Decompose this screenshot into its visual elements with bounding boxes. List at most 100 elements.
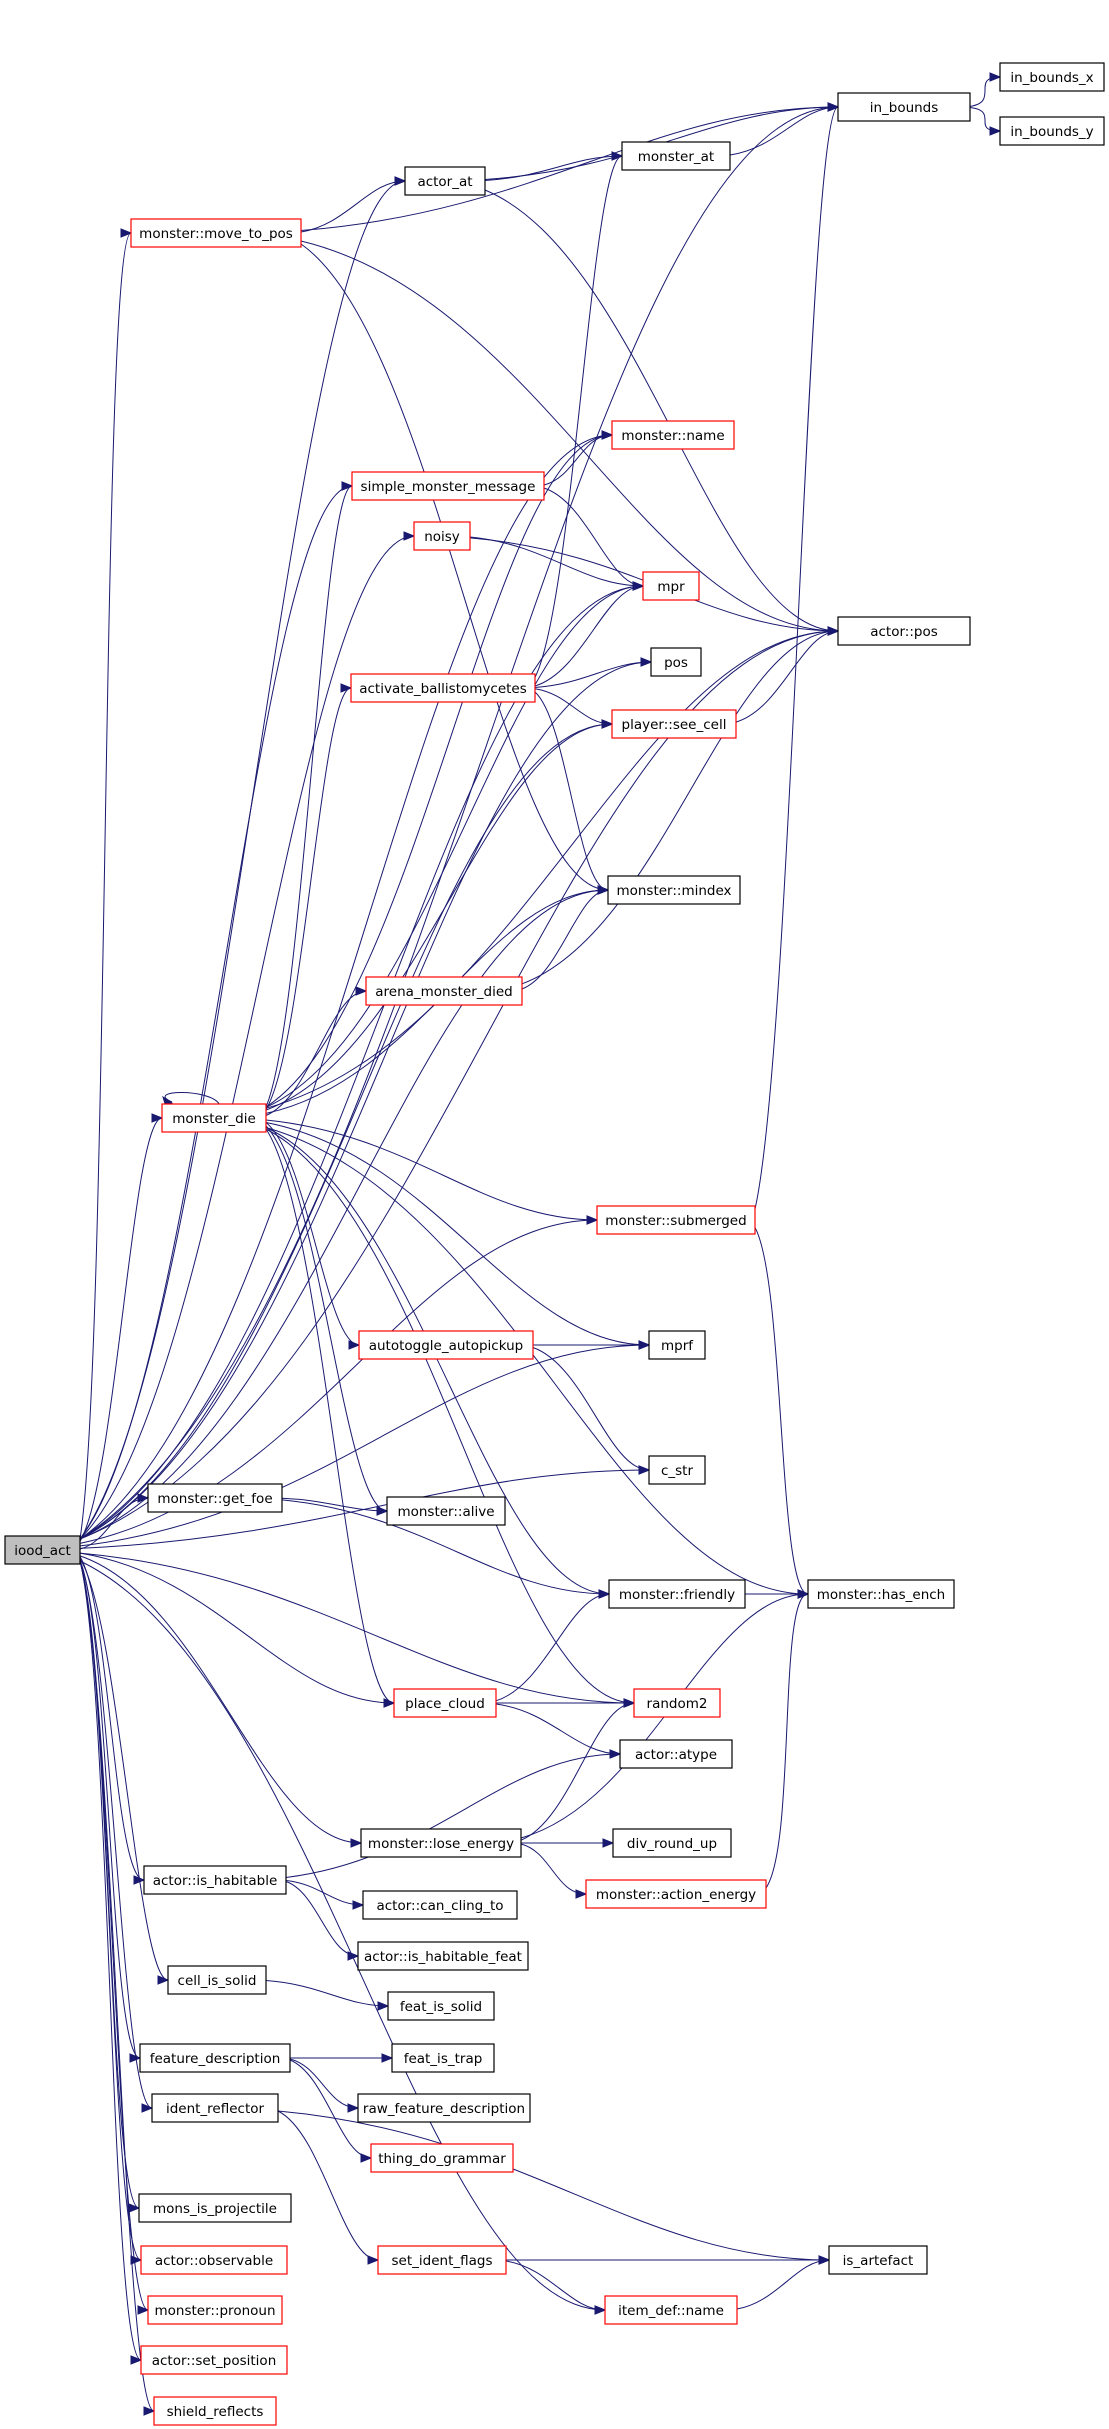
edge-feature_description-to-raw_feature_description [289,2058,360,2113]
edge-monster_die-to-autotoggle_autopickup [265,1122,361,1350]
edge-line [79,180,406,1540]
node-can-cling-to[interactable]: actor::can_cling_to [362,1890,518,1920]
node-autotoggle-autopickup[interactable]: autotoggle_autopickup [358,1330,534,1360]
edge-arrowhead [609,1749,622,1759]
node-box [807,1579,955,1609]
edge-line [281,1499,610,1595]
node-mprf[interactable]: mprf [648,1330,706,1360]
edge-arrowhead [141,2103,154,2113]
edge-line [265,1125,388,1512]
node-thing-do-grammar[interactable]: thing_do_grammar [370,2143,514,2173]
edge-ident_reflector-to-is_artefact [277,2110,831,2265]
edge-iood_act-to-mindex [79,885,610,1540]
node-feat-is-solid[interactable]: feat_is_solid [387,1991,495,2021]
node-random2[interactable]: random2 [633,1688,721,1718]
node-lose-energy[interactable]: monster::lose_energy [360,1828,522,1858]
node-mpr[interactable]: mpr [642,571,700,601]
node-c-str[interactable]: c_str [648,1455,706,1485]
node-label: thing_do_grammar [378,2151,506,2167]
node-feat-is-trap[interactable]: feat_is_trap [391,2043,495,2073]
edge-line [543,487,644,587]
node-shield-reflects[interactable]: shield_reflects [153,2396,277,2426]
node-simple-monster-message[interactable]: simple_monster_message [351,471,545,501]
node-label: noisy [424,529,460,545]
node-label: c_str [661,1463,693,1479]
node-div-round-up[interactable]: div_round_up [612,1828,732,1858]
node-cell-is-solid[interactable]: cell_is_solid [167,1965,267,1995]
node-arena-monster-died[interactable]: arena_monster_died [365,976,523,1006]
edge-lose_energy-to-random2 [520,1698,636,1841]
edge-line [265,1127,610,1595]
node-box [138,2193,292,2223]
edge-line [265,723,613,1111]
edge-line [969,107,1001,132]
node-observable[interactable]: actor::observable [140,2245,288,2275]
node-see-cell[interactable]: player::see_cell [611,709,737,739]
node-mons-is-projectile[interactable]: mons_is_projectile [138,2193,292,2223]
node-in-bounds-y[interactable]: in_bounds_y [999,116,1105,146]
node-box [391,2043,495,2073]
node-actor-pos[interactable]: actor::pos [837,616,971,646]
node-label: in_bounds [870,100,939,116]
node-label: iood_act [14,1543,71,1559]
node-monster-name[interactable]: monster::name [611,420,735,450]
edge-arrowhead [638,1340,651,1350]
edge-arrowhead [601,430,614,440]
node-pos[interactable]: pos [650,647,702,677]
node-friendly[interactable]: monster::friendly [608,1579,746,1609]
edge-arrowhead [797,1589,810,1599]
node-box [648,1455,706,1485]
node-place-cloud[interactable]: place_cloud [393,1688,497,1718]
edge-monster_die-to-actor_pos [265,626,840,1109]
edge-iood_act-to-shield_reflects [79,1560,156,2416]
node-action-energy[interactable]: monster::action_energy [585,1879,767,1909]
node-label: actor::set_position [152,2353,277,2369]
edge-see_cell-to-actor_pos [735,626,840,723]
edge-iood_act-to-mprf [79,1340,651,1547]
edge-line [265,1128,635,1704]
node-set-ident-flags[interactable]: set_ident_flags [377,2245,507,2275]
node-actor-at[interactable]: actor_at [404,166,486,196]
node-item-def-name[interactable]: item_def::name [604,2295,738,2325]
node-monster-at[interactable]: monster_at [621,141,731,171]
edge-arrowhead [360,2153,373,2163]
node-get-foe[interactable]: monster::get_foe [147,1483,283,1513]
edge-line [969,76,1001,107]
node-label: monster_at [638,149,714,165]
node-label: mons_is_projectile [153,2201,277,2217]
node-alive[interactable]: monster::alive [386,1496,506,1526]
node-raw-feature-description[interactable]: raw_feature_description [357,2093,531,2123]
edge-line [79,1552,635,1704]
node-submerged[interactable]: monster::submerged [596,1205,756,1235]
node-is-habitable[interactable]: actor::is_habitable [143,1865,287,1895]
edge-in_bounds-to-in_bounds_y [969,107,1002,136]
edge-place_cloud-to-atype [495,1703,622,1759]
edge-line [729,106,839,156]
node-feature-description[interactable]: feature_description [139,2043,291,2073]
edge-line [79,1552,395,1704]
edge-line [265,1122,650,1346]
edge-line [265,585,644,1108]
node-mindex[interactable]: monster::mindex [607,875,741,905]
edge-line [79,630,839,1540]
node-set-position[interactable]: actor::set_position [140,2345,288,2375]
edge-is_habitable-to-atype [285,1749,622,1878]
node-label: div_round_up [627,1836,717,1852]
node-has-ench[interactable]: monster::has_ench [807,1579,955,1609]
node-label: monster::friendly [619,1587,735,1603]
node-is-habitable-feat[interactable]: actor::is_habitable_feat [357,1941,529,1971]
node-noisy[interactable]: noisy [413,521,471,551]
edge-in_bounds-to-in_bounds_x [969,72,1002,107]
node-ident-reflector[interactable]: ident_reflector [151,2093,279,2123]
node-in-bounds[interactable]: in_bounds [837,92,971,122]
node-monster-die[interactable]: monster_die [161,1103,267,1133]
node-activate-ballistomycetes[interactable]: activate_ballistomycetes [350,673,536,703]
edge-monster_die-to-has_ench [265,1127,810,1599]
node-in-bounds-x[interactable]: in_bounds_x [999,62,1105,92]
node-is-artefact[interactable]: is_artefact [828,2245,928,2275]
node-move-to-pos[interactable]: monster::move_to_pos [130,218,302,248]
node-box [837,616,971,646]
edge-arrowhead [352,1900,365,1910]
node-pronoun[interactable]: monster::pronoun [147,2295,283,2325]
node-atype[interactable]: actor::atype [619,1739,733,1769]
